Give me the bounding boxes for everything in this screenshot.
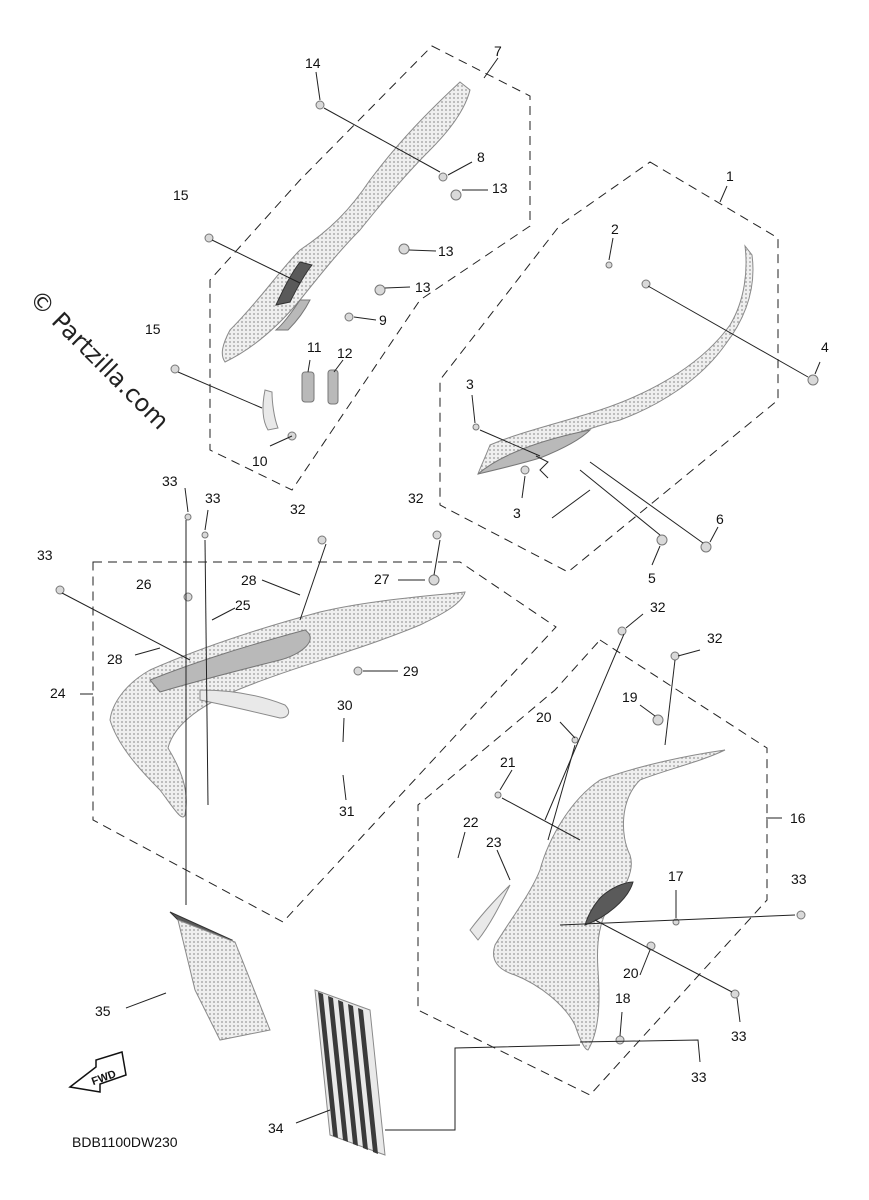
callout-8: 8: [477, 149, 485, 165]
leader-lines-group-1: [471, 185, 821, 566]
part-seat: [477, 244, 754, 475]
small-parts-group-7: [170, 100, 462, 441]
callout-33-c: 33: [37, 547, 53, 563]
callout-31: 31: [339, 803, 355, 819]
callout-35: 35: [95, 1003, 111, 1019]
callout-33-d: 33: [791, 871, 807, 887]
callout-22: 22: [463, 814, 479, 830]
callout-32-c: 32: [650, 599, 666, 615]
part-rear-frame-cover: [221, 81, 471, 431]
callout-17: 17: [668, 868, 684, 884]
callout-1: 1: [726, 168, 734, 184]
part-grille: [314, 989, 386, 1156]
callout-32-a: 32: [290, 501, 306, 517]
leader-lines-loose: [125, 992, 331, 1124]
callout-15-a: 15: [173, 187, 189, 203]
diagram-code: BDB1100DW230: [72, 1134, 178, 1150]
callout-33-e: 33: [731, 1028, 747, 1044]
callout-19: 19: [622, 689, 638, 705]
callout-labels: 7 14 8 13 15 13 13 9 15 11 12 10 1 2 4 3…: [37, 43, 829, 1136]
grille-bars: [318, 992, 378, 1154]
small-parts-group-24: [55, 513, 442, 676]
leader-lines-group-24: [61, 487, 441, 905]
group-1-outline: [439, 161, 779, 573]
callout-27: 27: [374, 571, 390, 587]
callout-34: 34: [268, 1120, 284, 1136]
part-side-cover-right: [469, 749, 726, 1051]
group-24-outline: [92, 561, 557, 923]
part-emblem-panel: [169, 911, 271, 1041]
callout-20-a: 20: [536, 709, 552, 725]
callout-3-a: 3: [466, 376, 474, 392]
callout-33-a: 33: [162, 473, 178, 489]
leader-lines-group-7: [177, 57, 499, 447]
callout-33-f: 33: [691, 1069, 707, 1085]
callout-13-c: 13: [415, 279, 431, 295]
callout-32-b: 32: [408, 490, 424, 506]
callout-6: 6: [716, 511, 724, 527]
callout-16: 16: [790, 810, 806, 826]
callout-33-b: 33: [205, 490, 221, 506]
callout-4: 4: [821, 339, 829, 355]
part-side-cover-left: [109, 591, 466, 818]
callout-9: 9: [379, 312, 387, 328]
callout-30: 30: [337, 697, 353, 713]
callout-20-b: 20: [623, 965, 639, 981]
callout-18: 18: [615, 990, 631, 1006]
callout-32-d: 32: [707, 630, 723, 646]
callout-10: 10: [252, 453, 268, 469]
callout-24: 24: [50, 685, 66, 701]
callout-11: 11: [307, 339, 322, 355]
callout-13-b: 13: [438, 243, 454, 259]
callout-15-b: 15: [145, 321, 161, 337]
watermark-text: © Partzilla.com: [24, 284, 175, 435]
callout-29: 29: [403, 663, 419, 679]
group-16-outline: [417, 639, 768, 1096]
callout-2: 2: [611, 221, 619, 237]
callout-5: 5: [648, 570, 656, 586]
callout-28-b: 28: [107, 651, 123, 667]
callout-7: 7: [494, 43, 502, 59]
callout-12: 12: [337, 345, 353, 361]
leader-lines-group-16: [385, 613, 796, 1131]
group-7-outline: [209, 45, 531, 491]
callout-23: 23: [486, 834, 502, 850]
callout-3-b: 3: [513, 505, 521, 521]
callout-21: 21: [500, 754, 516, 770]
callout-26: 26: [136, 576, 152, 592]
callout-28-a: 28: [241, 572, 257, 588]
forward-arrow-icon: FWD: [68, 1051, 127, 1093]
callout-13-a: 13: [492, 180, 508, 196]
callout-25: 25: [235, 597, 251, 613]
callout-14: 14: [305, 55, 321, 71]
